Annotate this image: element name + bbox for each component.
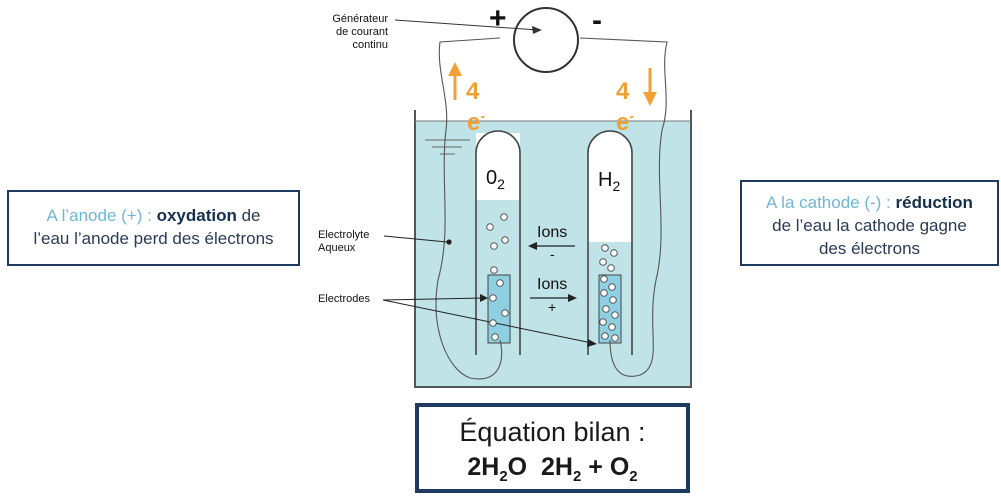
wire-anode xyxy=(435,37,503,380)
electron-letter-right: e xyxy=(616,109,630,136)
electrolyte-label-line1: Electrolyte xyxy=(318,229,370,241)
gas-label-oxygen: 02 xyxy=(486,167,505,192)
anode-line1: A l’anode (+) : oxydation de xyxy=(9,204,298,227)
electrolyte-label: Electrolyte Aqueux xyxy=(318,229,369,255)
gas-hydrogen-sub: 2 xyxy=(612,178,621,194)
cathode-line3: des électrons xyxy=(818,239,921,258)
bubbles-oxygen xyxy=(486,213,509,341)
generator-pointer xyxy=(394,19,539,31)
electron-charge-right: - xyxy=(629,108,635,124)
eq-r1-coef: 2H xyxy=(467,453,500,481)
eq-p2-main: O xyxy=(609,453,630,481)
equation-title: Équation bilan : xyxy=(459,417,646,447)
electron-symbol-left: e- xyxy=(467,108,485,137)
anode-lead: A l’anode (+) xyxy=(46,206,143,225)
generator-label: Générateur de courant continu xyxy=(300,13,388,52)
electrolyte-water xyxy=(415,121,691,387)
ion-negative-sign: - xyxy=(550,246,555,262)
cathode-explanation-box: A la cathode (-) : réduction de l’eau la… xyxy=(740,180,999,266)
eq-p1-coef: 2H xyxy=(541,453,573,481)
cathode-bold: réduction xyxy=(895,193,973,212)
anode-sep: : xyxy=(142,206,157,225)
anode-rest: de xyxy=(236,206,261,225)
electron-count-right: 4 xyxy=(616,78,630,105)
cathode-lead: A la cathode (-) xyxy=(766,193,882,212)
gas-oxygen-main: 0 xyxy=(486,167,498,189)
generator-label-line1: Générateur xyxy=(332,13,388,25)
gas-hydrogen-main: H xyxy=(598,169,613,191)
bubbles-hydrogen xyxy=(599,244,619,342)
electrode-pointers xyxy=(382,294,597,347)
electron-arrow-down-icon xyxy=(643,68,657,106)
electron-charge-left: - xyxy=(480,108,486,124)
eq-plus: + xyxy=(588,453,603,481)
electron-arrow-up-icon xyxy=(448,62,462,100)
electrolyte-label-line2: Aqueux xyxy=(318,242,356,254)
electrodes-label: Electrodes xyxy=(318,293,370,305)
generator-label-line3: continu xyxy=(352,39,388,51)
cathode-line2: de l’eau la cathode gagne xyxy=(772,216,967,235)
gas-label-hydrogen: H2 xyxy=(598,169,620,194)
tube-right xyxy=(587,130,633,355)
ion-arrow-negative-icon xyxy=(528,242,575,250)
eq-r1-end: O xyxy=(507,453,528,481)
anode-bold: oxydation xyxy=(156,206,237,225)
electron-symbol-right: e- xyxy=(616,108,634,137)
ion-negative-label: Ions xyxy=(537,224,568,241)
generator-circle xyxy=(513,7,579,73)
generator-label-line2: de courant xyxy=(336,26,388,38)
eq-r1-sub: 2 xyxy=(499,468,508,485)
electrolyte-pointer xyxy=(383,235,448,243)
eq-p1-sub: 2 xyxy=(572,468,582,485)
ion-positive-sign: + xyxy=(548,299,557,315)
generator-minus-sign: - xyxy=(592,4,602,37)
electron-count-left: 4 xyxy=(466,78,480,105)
electron-letter-left: e xyxy=(467,109,481,136)
generator-pointer-head xyxy=(532,26,542,34)
ion-arrow-positive-icon xyxy=(530,294,577,302)
ion-positive-label: Ions xyxy=(537,276,568,293)
anode-line2: l’eau l’anode perd des électrons xyxy=(33,229,274,248)
cathode-line1: A la cathode (-) : réduction xyxy=(742,191,997,214)
cathode-sep: : xyxy=(881,193,896,212)
equation-box: Équation bilan : 2H2O 2H2 + O2 xyxy=(415,403,690,493)
anode-explanation-box: A l’anode (+) : oxydation de l’eau l’ano… xyxy=(7,190,300,266)
tube-left xyxy=(475,130,521,355)
surface-marks xyxy=(425,139,470,155)
wire-cathode xyxy=(579,37,668,377)
gas-oxygen-sub: 2 xyxy=(497,176,505,192)
generator-plus-sign: + xyxy=(489,2,507,35)
container xyxy=(414,110,692,388)
equation-formula: 2H2O 2H2 + O2 xyxy=(419,449,686,495)
electrolyte-dot xyxy=(446,239,452,245)
eq-p2-sub: 2 xyxy=(629,468,638,485)
